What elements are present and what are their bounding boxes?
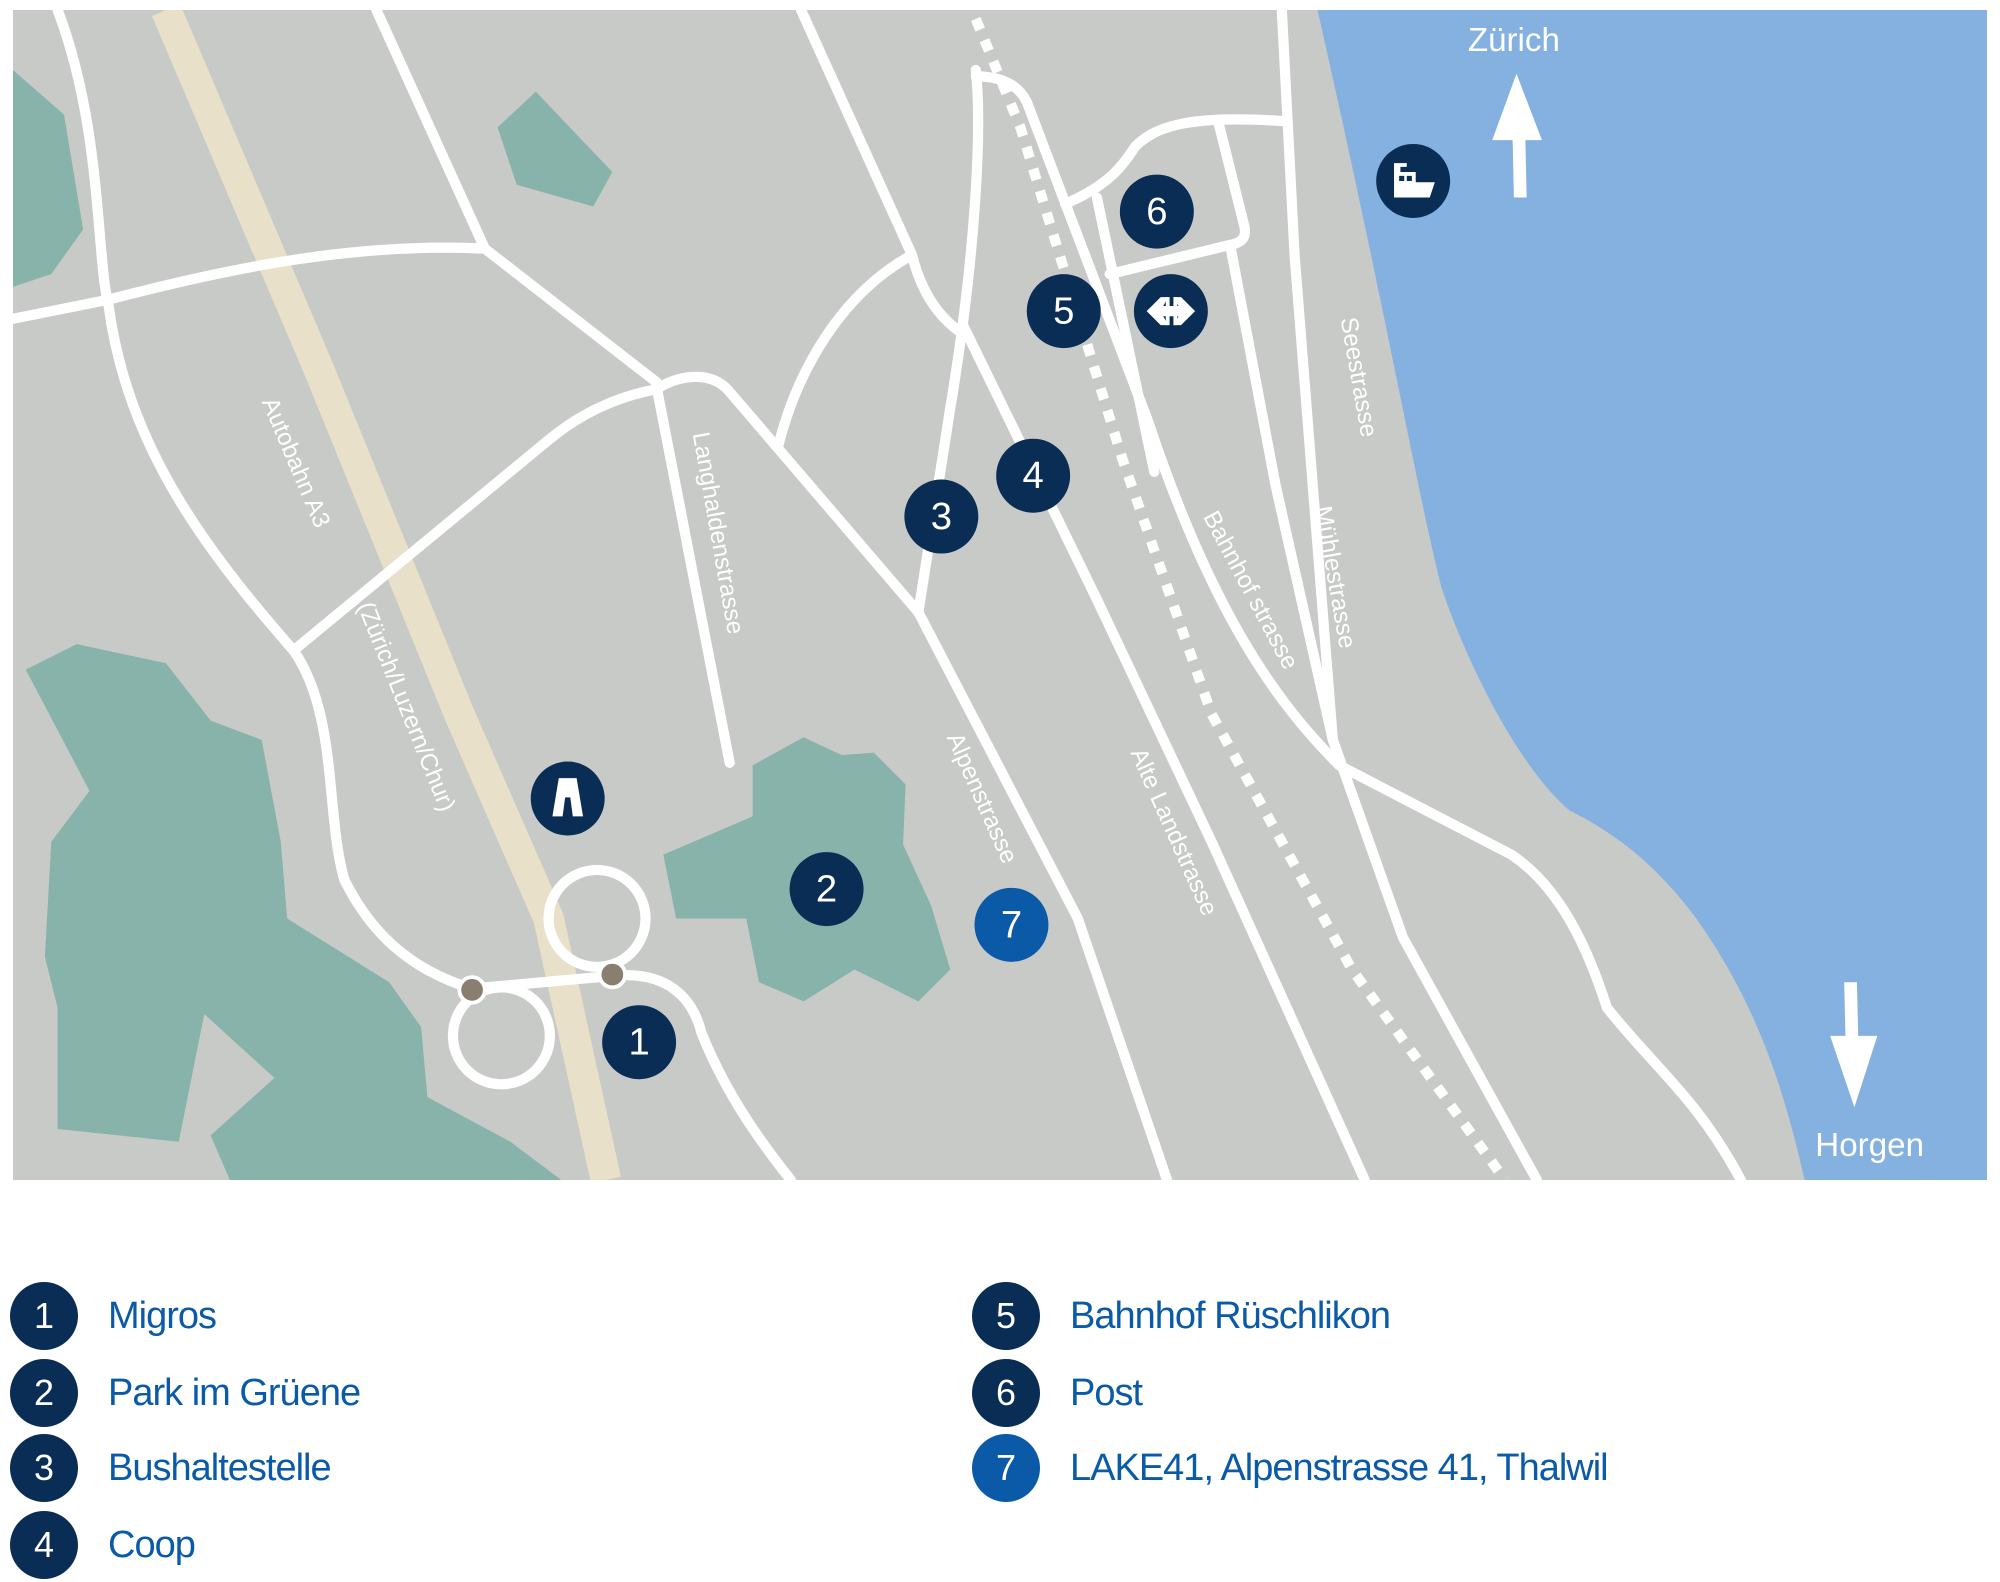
map-markers: 1 2 3 4 5 6 7 <box>602 174 1194 1080</box>
svg-text:3: 3 <box>931 495 952 538</box>
svg-text:4: 4 <box>1023 454 1044 497</box>
lake-zurich <box>1317 10 1987 1180</box>
legend-number: 5 <box>972 1282 1040 1350</box>
legend-number: 2 <box>10 1359 78 1427</box>
legend-number: 1 <box>10 1282 78 1350</box>
motorway-a3 <box>151 10 621 1180</box>
marker-6[interactable]: 6 <box>1119 174 1194 249</box>
legend-item: 6 Post <box>972 1358 1143 1428</box>
svg-text:2: 2 <box>816 868 837 911</box>
legend-label: Park im Grüene <box>108 1371 361 1414</box>
legend-label: Migros <box>108 1294 217 1337</box>
ferry-icon <box>1376 143 1451 218</box>
svg-text:1: 1 <box>628 1021 649 1064</box>
marker-5[interactable]: 5 <box>1026 274 1101 349</box>
legend-label: LAKE41, Alpenstrasse 41, Thalwil <box>1070 1446 1609 1489</box>
legend-label: Bahnhof Rüschlikon <box>1070 1294 1391 1337</box>
arrow-down-icon <box>1830 982 1878 1108</box>
marker-1[interactable]: 1 <box>602 1005 677 1080</box>
svg-text:6: 6 <box>1146 190 1167 233</box>
legend-item: 1 Migros <box>10 1281 217 1351</box>
legend-label: Post <box>1070 1371 1143 1414</box>
svg-text:5: 5 <box>1053 290 1074 333</box>
svg-text:7: 7 <box>1001 903 1022 946</box>
motorway-icon <box>530 761 605 836</box>
legend-number: 3 <box>10 1434 78 1502</box>
legend-label: Coop <box>108 1523 196 1566</box>
marker-7-lake41[interactable]: 7 <box>974 887 1049 962</box>
legend-item: 2 Park im Grüene <box>10 1358 361 1428</box>
train-station-icon <box>1133 274 1208 349</box>
legend-number: 4 <box>10 1511 78 1579</box>
legend-item: 4 Coop <box>10 1510 196 1580</box>
marker-2[interactable]: 2 <box>789 852 864 927</box>
marker-3[interactable]: 3 <box>904 479 979 554</box>
legend-item: 3 Bushaltestelle <box>10 1433 332 1503</box>
legend-number: 7 <box>972 1434 1040 1502</box>
junction-dot <box>597 959 628 990</box>
direction-horgen: Horgen <box>1815 1127 1924 1164</box>
legend-number: 6 <box>972 1359 1040 1427</box>
location-map: Autobahn A3 (Zürich/Luzern/Chur) Langhal… <box>13 10 1987 1180</box>
legend-item: 7 LAKE41, Alpenstrasse 41, Thalwil <box>972 1433 1609 1503</box>
legend-item: 5 Bahnhof Rüschlikon <box>972 1281 1391 1351</box>
direction-zurich: Zürich <box>1468 22 1560 59</box>
roads <box>13 10 1746 1180</box>
marker-4[interactable]: 4 <box>996 438 1071 513</box>
legend-label: Bushaltestelle <box>108 1446 332 1489</box>
arrow-up-icon <box>1492 73 1542 198</box>
railway-line <box>971 16 1510 1180</box>
junction-dot <box>457 975 487 1005</box>
